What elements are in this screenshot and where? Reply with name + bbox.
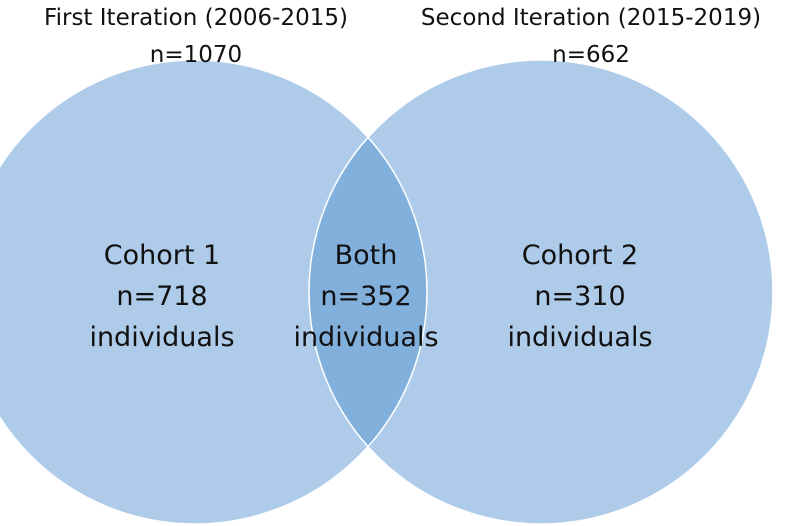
region-cohort-2: Cohort 2 n=310 individuals [480, 235, 680, 358]
region-unit: individuals [507, 322, 653, 353]
region-count: n=718 [116, 281, 208, 312]
region-cohort-1: Cohort 1 n=718 individuals [62, 235, 262, 358]
set-title: Second Iteration (2015-2019) [420, 5, 762, 31]
region-label: Cohort 2 [521, 240, 639, 271]
set-circle-second [309, 60, 773, 524]
region-both: Both n=352 individuals [276, 235, 456, 358]
set-outline-first [0, 59, 428, 525]
set-header-second: Second Iteration (2015-2019) n=662 [396, 0, 786, 74]
set-total: n=1070 [149, 42, 243, 68]
region-count: n=310 [534, 281, 626, 312]
region-label: Cohort 1 [103, 240, 221, 271]
region-label: Both [334, 240, 398, 271]
region-unit: individuals [293, 322, 439, 353]
region-count: n=352 [320, 281, 412, 312]
set-title: First Iteration (2006-2015) [44, 5, 348, 31]
set-circle-first [0, 60, 427, 524]
region-unit: individuals [89, 322, 235, 353]
set-header-first: First Iteration (2006-2015) n=1070 [0, 0, 392, 74]
set-total: n=662 [552, 42, 630, 68]
set-outline-second [308, 59, 774, 525]
